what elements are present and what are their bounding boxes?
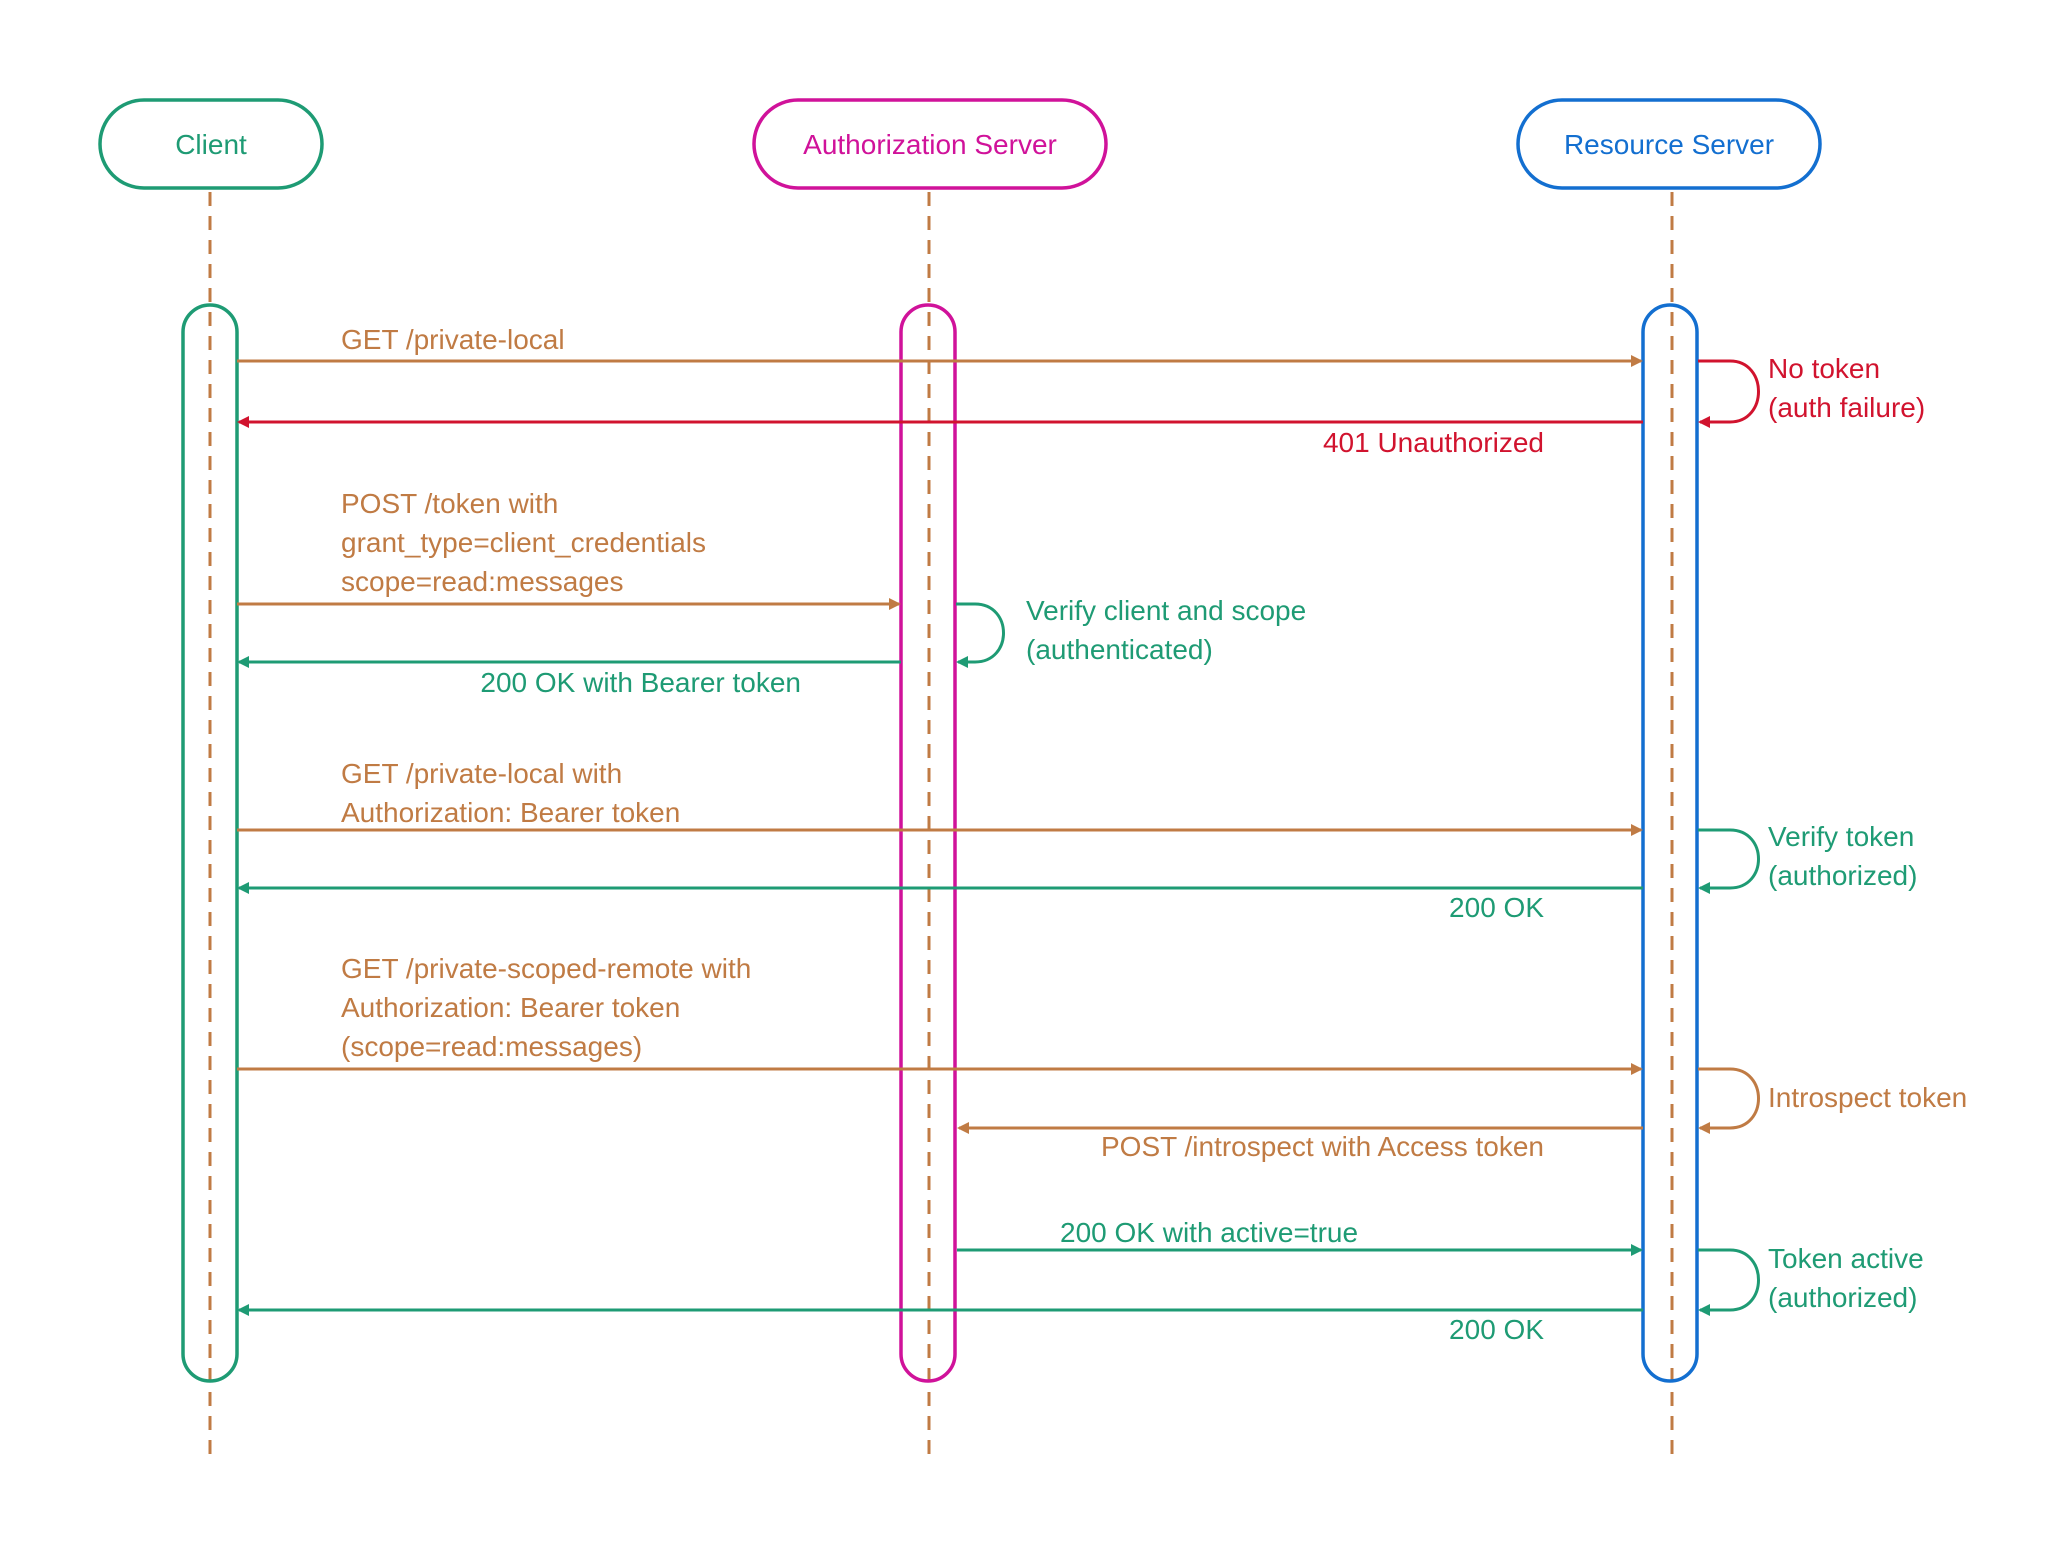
auth-server-header-box (752, 98, 1108, 190)
resource-server-participant: Resource Server (1516, 98, 1822, 190)
message-label: 200 OK with active=true (1060, 1217, 1358, 1248)
message-label: 200 OK (1449, 1314, 1544, 1345)
note-line: Verify client and scope (1026, 595, 1306, 626)
message-token-ok: 200 OK with Bearer token (237, 656, 901, 698)
self-loop-arrow (956, 602, 1005, 668)
auth-server-participant: Authorization Server (752, 98, 1108, 190)
client-header-box (98, 98, 324, 190)
message-label: POST /introspect with Access token (1101, 1131, 1544, 1162)
message-label: grant_type=client_credentials (341, 527, 706, 558)
message-label: 200 OK with Bearer token (480, 667, 801, 698)
auth-server-header-label: Authorization Server (803, 129, 1057, 160)
message-label: GET /private-local (341, 324, 565, 355)
message-introspect-ok: 200 OK with active=true (957, 1217, 1643, 1256)
message-401-unauthorized: 401 Unauthorized (237, 416, 1643, 458)
message-local-ok: 200 OK (237, 882, 1643, 923)
client-participant: Client (98, 98, 324, 190)
message-label: scope=read:messages (341, 566, 624, 597)
message-label: Authorization: Bearer token (341, 797, 680, 828)
self-note-no-token: No token (auth failure) (1698, 353, 1925, 428)
message-get-scoped-remote: GET /private-scoped-remote with Authoriz… (237, 953, 1643, 1075)
note-line: (authorized) (1768, 860, 1917, 891)
self-note-introspect-token: Introspect token (1698, 1067, 1967, 1134)
message-label: 200 OK (1449, 892, 1544, 923)
resource-server-header-label: Resource Server (1564, 129, 1774, 160)
note-line: Verify token (1768, 821, 1914, 852)
message-post-token: POST /token with grant_type=client_crede… (237, 488, 901, 610)
message-label: (scope=read:messages) (341, 1031, 642, 1062)
message-introspect: POST /introspect with Access token (957, 1122, 1643, 1162)
self-note-verify-token: Verify token (authorized) (1698, 821, 1917, 894)
message-label: GET /private-scoped-remote with (341, 953, 751, 984)
message-label: 401 Unauthorized (1323, 427, 1544, 458)
note-line: Token active (1768, 1243, 1924, 1274)
message-scoped-ok: 200 OK (237, 1304, 1643, 1345)
self-loop-arrow (1698, 359, 1760, 428)
self-loop-arrow (1698, 1248, 1760, 1316)
message-label: Authorization: Bearer token (341, 992, 680, 1023)
note-line: Introspect token (1768, 1082, 1967, 1113)
message-get-private-local-bearer: GET /private-local with Authorization: B… (237, 758, 1643, 836)
note-line: (auth failure) (1768, 392, 1925, 423)
note-line: (authenticated) (1026, 634, 1213, 665)
note-line: (authorized) (1768, 1282, 1917, 1313)
message-get-private-local: GET /private-local (237, 324, 1643, 367)
resource-server-header-box (1516, 98, 1822, 190)
self-loop-arrow (1698, 1067, 1760, 1134)
self-loop-arrow (1698, 828, 1760, 894)
client-header-label: Client (175, 129, 247, 160)
client-activation-bar (181, 303, 239, 1383)
self-note-token-active: Token active (authorized) (1698, 1243, 1924, 1316)
message-label: POST /token with (341, 488, 558, 519)
auth-server-activation-bar (899, 303, 957, 1383)
resource-server-activation-bar (1641, 303, 1699, 1383)
message-label: GET /private-local with (341, 758, 622, 789)
note-line: No token (1768, 353, 1880, 384)
self-note-verify-client: Verify client and scope (authenticated) (956, 595, 1306, 668)
